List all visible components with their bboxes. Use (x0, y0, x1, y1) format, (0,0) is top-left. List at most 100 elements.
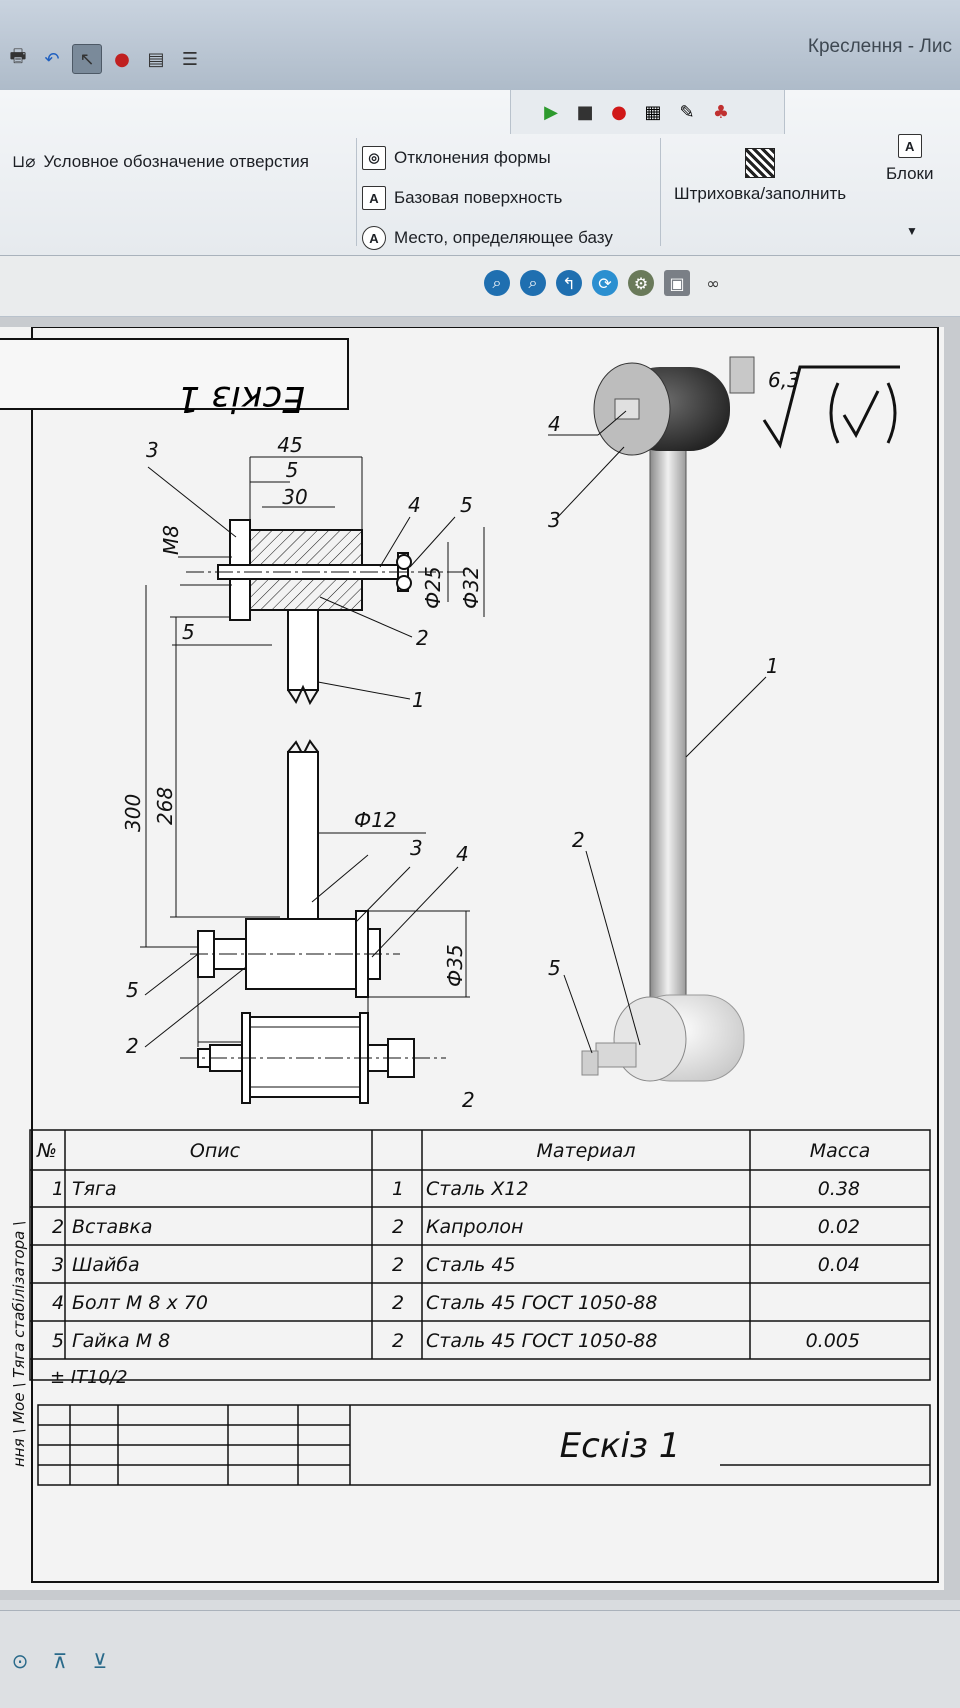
callout-2-iso: 2 (572, 828, 585, 852)
macro-edit-icon[interactable]: ✎ (679, 101, 695, 123)
bom-cell-num: 3 (52, 1254, 64, 1276)
hatch-fill-button[interactable]: Штриховка/заполнить (674, 148, 846, 204)
zoom-to-fit-icon[interactable]: ⌕ (484, 270, 510, 296)
origin-icon[interactable]: ⊙ (11, 1649, 29, 1673)
macro-users-icon[interactable]: ♣ (712, 101, 730, 123)
dim-phi35: Ф35 (443, 944, 467, 987)
ribbon: ▶ ■ ● ▦ ✎ ♣ ⊔⌀ Условное обозначение отве… (0, 90, 960, 256)
title-bar: 🖶 ↶ ↖ ● ▤ ☰ Креслення - Лис (0, 0, 960, 91)
bom-cell-num: 2 (52, 1216, 64, 1238)
bom-table (29, 1129, 931, 1381)
dim-phi12: Ф12 (354, 808, 397, 832)
bom-cell-mass: 0.38 (818, 1178, 860, 1200)
bom-header-mass: Масса (810, 1140, 871, 1162)
hatch-icon (745, 148, 776, 178)
drawing-sheet: Ескіз 1 (0, 326, 944, 1590)
select-pointer-icon[interactable]: ↖ (72, 44, 102, 74)
bom-cell-material: Сталь 45 ГОСТ 1050-88 (426, 1330, 657, 1352)
tolerance-note: ± IT10/2 (50, 1367, 128, 1388)
align-bottom-icon[interactable]: ⊻ (92, 1649, 108, 1673)
list-icon[interactable]: ☰ (181, 48, 199, 70)
bom-cell-num: 5 (52, 1330, 64, 1352)
hide-show-icon[interactable]: ∞ (706, 273, 720, 293)
bom-cell-material: Сталь 45 (426, 1254, 516, 1276)
dim-m8: M8 (159, 525, 183, 555)
dim-30: 30 (282, 485, 307, 509)
bom-cell-mass: 0.005 (806, 1330, 860, 1352)
bom-cell-num: 4 (52, 1292, 64, 1314)
form-tolerance-label: Отклонения формы (394, 148, 551, 167)
side-view-dims: Ф12 Ф35 70 3 4 5 2 (126, 808, 469, 1058)
record-icon[interactable]: ● (611, 101, 627, 123)
print-icon[interactable]: 🖶 (9, 46, 27, 67)
table-row: 5 Гайка М 8 2 Сталь 45 ГОСТ 1050-88 0.00… (52, 1330, 860, 1352)
play-icon[interactable]: ▶ (544, 101, 558, 123)
callout-2-top: 2 (416, 626, 429, 650)
previous-view-icon[interactable]: ↰ (556, 270, 582, 296)
bom-cell-desc: Тяга (72, 1178, 117, 1200)
dim-268: 268 (153, 787, 177, 825)
dim-300: 300 (121, 794, 145, 832)
callout-4-iso: 4 (548, 412, 561, 436)
quick-access-toolbar: 🖶 ↶ ↖ ● ▤ ☰ (4, 44, 204, 74)
side-view-bottom (144, 739, 470, 1048)
blocks-button[interactable]: A Блоки (886, 134, 933, 184)
blocks-label: Блоки (886, 164, 934, 183)
callout-5-top: 5 (460, 493, 473, 517)
bom-header-desc: Опис (190, 1140, 241, 1162)
roughness-value: 6,3 (768, 368, 800, 392)
align-top-icon[interactable]: ⊼ (52, 1649, 68, 1673)
form-tolerance-button[interactable]: ◎ Отклонения формы (362, 146, 551, 170)
macro-toolbar: ▶ ■ ● ▦ ✎ ♣ (510, 90, 785, 134)
options-icon[interactable]: ▤ (147, 48, 165, 70)
bom-cell-material: Сталь Х12 (426, 1178, 529, 1200)
surface-roughness-symbol (762, 365, 900, 449)
bom-cell-mass: 0.04 (818, 1254, 860, 1276)
table-row: 4 Болт М 8 х 70 2 Сталь 45 ГОСТ 1050-88 (52, 1292, 657, 1314)
callout-4-side: 4 (456, 842, 469, 866)
hole-callout-button[interactable]: ⊔⌀ Условное обозначение отверстия (12, 152, 309, 172)
dim-5-top: 5 (286, 458, 299, 482)
zoom-area-icon[interactable]: ⌕ (520, 270, 546, 296)
dim-5-left: 5 (182, 620, 195, 644)
bottom-toolbar: ⊙ ⊼ ⊻ (0, 1610, 960, 1708)
bom-cell-desc: Вставка (72, 1216, 153, 1238)
iso-callouts: 4 3 1 2 5 (548, 412, 779, 980)
sheet-border (31, 326, 939, 1583)
ribbon-separator (660, 138, 661, 246)
callout-2-side: 2 (126, 1034, 139, 1058)
datum-feature-icon: A (362, 186, 386, 210)
bom-cell-desc: Болт М 8 х 70 (72, 1292, 208, 1314)
ribbon-expand-button[interactable]: ▼ (906, 224, 918, 238)
traffic-light-icon[interactable]: ● (114, 48, 130, 70)
view-toolbar: ⌕ ⌕ ↰ ⟳ ⚙ ▣ ∞ (0, 256, 960, 317)
bom-cell-mass: 0.02 (818, 1216, 860, 1238)
plan-view (180, 1012, 446, 1104)
datum-feature-button[interactable]: A Базовая поверхность (362, 186, 562, 210)
rebuild-icon[interactable]: ⟳ (592, 270, 618, 296)
ribbon-separator (356, 138, 357, 246)
isometric-model (581, 356, 755, 1082)
undo-icon[interactable]: ↶ (44, 48, 60, 70)
blocks-icon: A (897, 134, 922, 158)
table-row: 3 Шайба 2 Сталь 45 0.04 (52, 1254, 860, 1276)
table-row: 1 Тяга 1 Сталь Х12 0.38 (52, 1178, 860, 1200)
bom-cell-qty: 2 (392, 1216, 404, 1238)
datum-target-icon: A (362, 226, 386, 250)
mirrored-title-box: Ескіз 1 (0, 338, 349, 419)
stop-icon[interactable]: ■ (576, 101, 594, 123)
display-style-icon[interactable]: ▣ (664, 270, 690, 296)
macro-new-icon[interactable]: ▦ (644, 101, 662, 123)
bom-cell-qty: 2 (392, 1330, 404, 1352)
view-settings-icon[interactable]: ⚙ (628, 270, 654, 296)
section-view-top (147, 456, 485, 706)
dim-phi32: Ф32 (459, 566, 483, 609)
drawing-canvas[interactable]: Ескіз 1 (0, 317, 960, 1600)
bom-cell-material: Сталь 45 ГОСТ 1050-88 (426, 1292, 657, 1314)
bom-content: № Опис Материал Масса 1 Тяга 1 Сталь Х12… (36, 1140, 870, 1352)
hole-callout-icon: ⊔⌀ (12, 152, 36, 171)
callout-5-side: 5 (126, 978, 139, 1002)
mirrored-sketch-title: Ескіз 1 (177, 378, 305, 419)
title-block-name: Ескіз 1 (560, 1426, 681, 1466)
datum-target-button[interactable]: A Место, определяющее базу (362, 226, 613, 250)
